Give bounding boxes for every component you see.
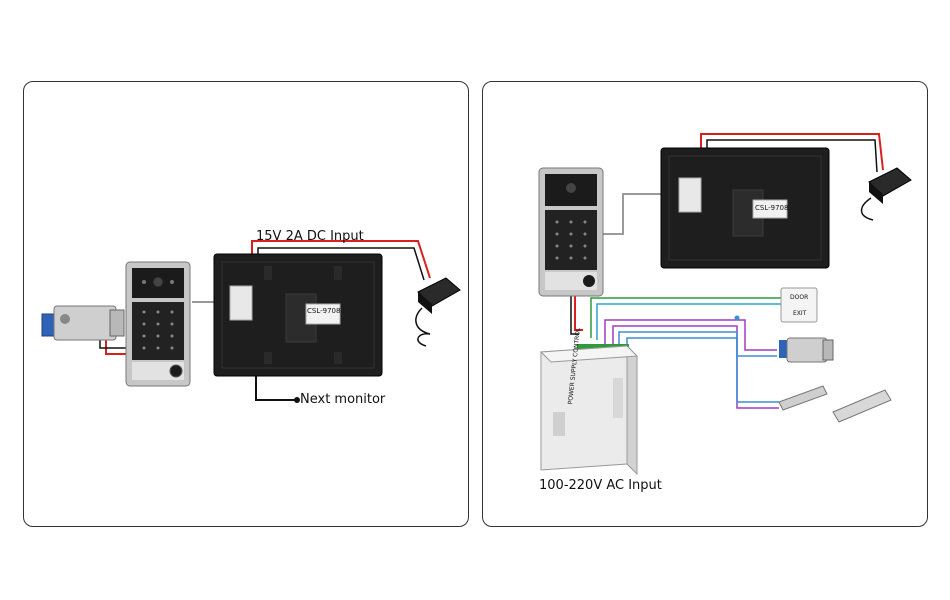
next-monitor-wire-end [294, 397, 300, 403]
wire-purple-2 [612, 325, 779, 409]
wire-blue-1 [618, 331, 777, 357]
wire-green [590, 297, 797, 338]
exit-button-top-label: DOOR [790, 294, 809, 301]
next-monitor-label: Next monitor [300, 392, 386, 407]
monitor-sticker-label-right: CSL-9708 [755, 204, 789, 212]
left-wiring-panel: 15V 2A DC Input Next monitor CSL-9708 [23, 81, 469, 527]
indoor-monitor-back-right [660, 147, 830, 269]
ac-input-label: 100-220V AC Input [539, 478, 662, 493]
camera-to-psu-black [570, 296, 579, 335]
camera-to-monitor-wire-right [603, 193, 663, 235]
exit-button-bottom-label: EXIT [793, 310, 807, 317]
electric-lock-right [779, 337, 834, 363]
wire-blue-2 [626, 337, 779, 403]
indoor-monitor-back [213, 253, 383, 377]
dc-power-adapter-right [860, 167, 912, 221]
right-wiring-diagram [538, 133, 912, 476]
wire-purple-1 [604, 319, 777, 351]
left-wiring-diagram [41, 240, 461, 403]
dc-input-label: 15V 2A DC Input [256, 229, 364, 244]
dc-power-adapter [415, 277, 461, 347]
outdoor-camera-unit-right [538, 167, 604, 297]
wire-cyan [596, 303, 792, 340]
power-supply-control-box [539, 344, 639, 476]
magnetic-lock-1 [778, 385, 828, 411]
electric-lock [41, 305, 125, 341]
monitor-sticker-label: CSL-9708 [307, 307, 341, 315]
right-wiring-panel: 100-220V AC Input CSL-9708 POWER SUPPLY … [482, 81, 928, 527]
outdoor-camera-unit [125, 261, 191, 387]
door-exit-button [780, 287, 818, 323]
camera-to-psu-red [574, 296, 583, 331]
magnetic-lock-2 [832, 389, 892, 423]
